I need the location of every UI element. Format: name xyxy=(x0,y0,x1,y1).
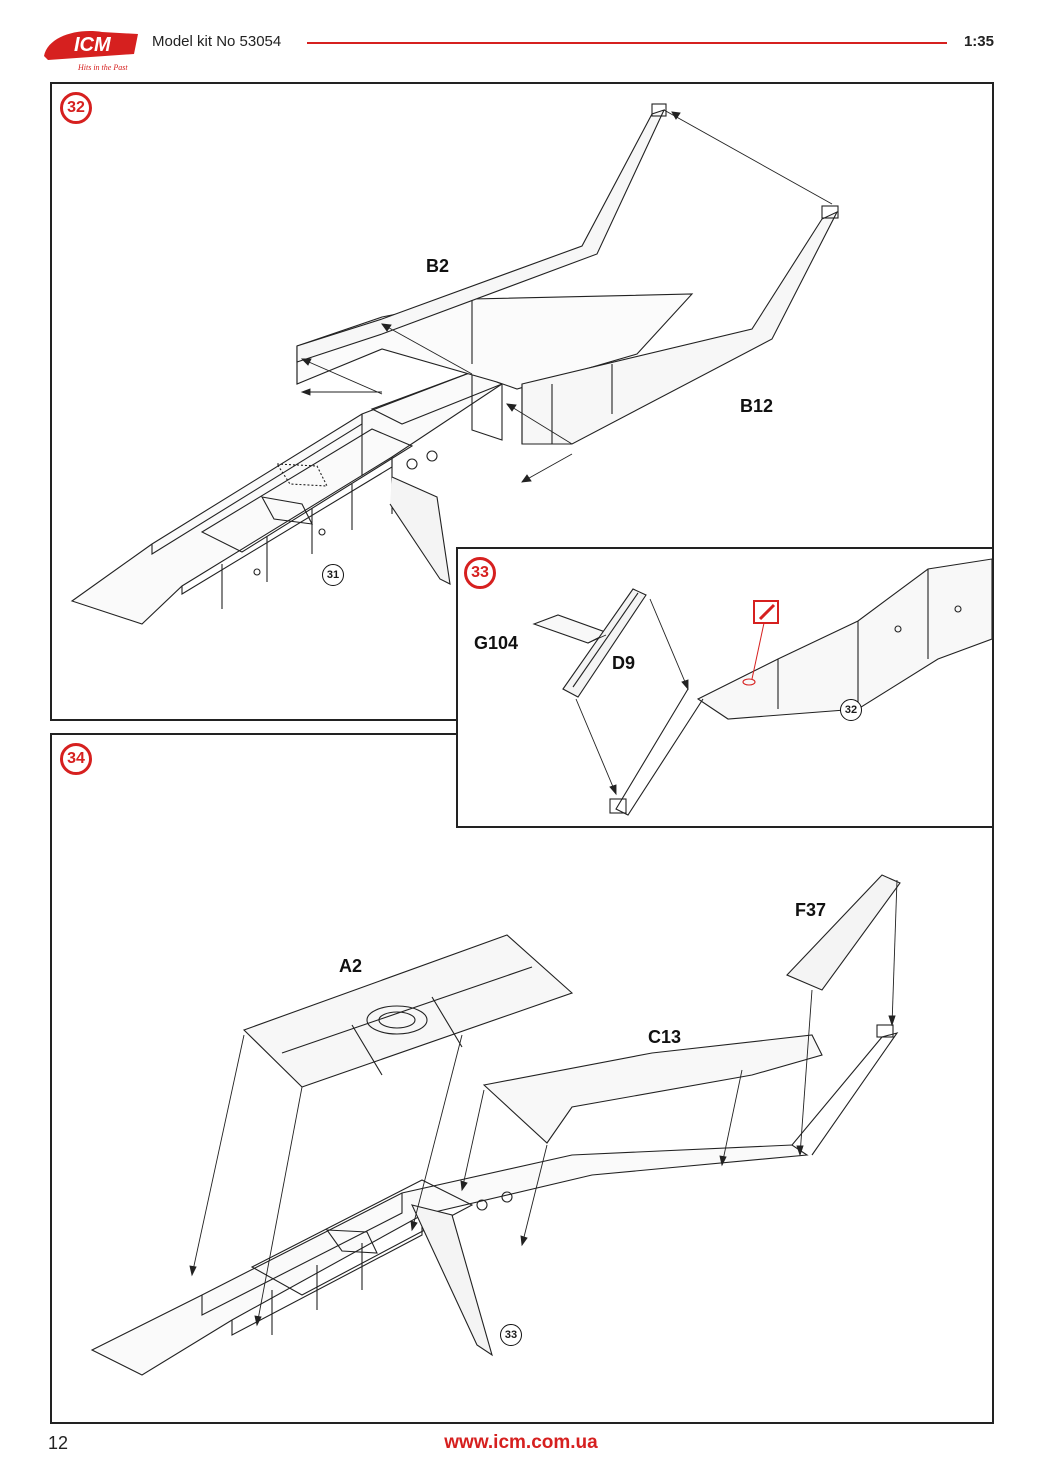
ref-step-32: 32 xyxy=(840,699,862,721)
page-header: ICM Hits in the Past Model kit No 53054 … xyxy=(0,0,1042,80)
ref-step-33: 33 xyxy=(500,1324,522,1346)
footer-url-link[interactable]: www.icm.com.ua xyxy=(444,1432,598,1453)
part-label-b2: B2 xyxy=(426,256,450,276)
part-label-b12: B12 xyxy=(740,396,774,416)
page-number: 12 xyxy=(48,1433,69,1453)
step-34-badge: 34 xyxy=(60,743,92,775)
step-32-badge: 32 xyxy=(60,92,92,124)
scale-label: 1:35 xyxy=(963,33,994,50)
svg-text:Hits in the Past: Hits in the Past xyxy=(77,63,128,72)
part-label-g104: G104 xyxy=(474,633,519,653)
part-label-c13: C13 xyxy=(648,1027,682,1047)
step-33-badge: 33 xyxy=(464,557,496,589)
step-33-drawing xyxy=(532,558,992,816)
icm-logo: ICM Hits in the Past xyxy=(44,31,138,72)
part-label-f37: F37 xyxy=(795,900,827,920)
part-label-a2: A2 xyxy=(339,956,363,976)
kit-label: Model kit No 53054 xyxy=(152,33,282,50)
glue-icon xyxy=(742,600,779,686)
step-33-panel: 33 G104 D9 32 xyxy=(456,547,994,828)
step-32-drawing xyxy=(70,103,839,625)
step-34-panel: 34 A2 C13 F37 3 xyxy=(50,733,994,1424)
ref-step-31: 31 xyxy=(322,564,344,586)
step-34-drawing xyxy=(90,874,901,1376)
header-rule xyxy=(307,42,947,44)
svg-text:ICM: ICM xyxy=(74,34,112,56)
part-label-d9: D9 xyxy=(612,653,636,673)
